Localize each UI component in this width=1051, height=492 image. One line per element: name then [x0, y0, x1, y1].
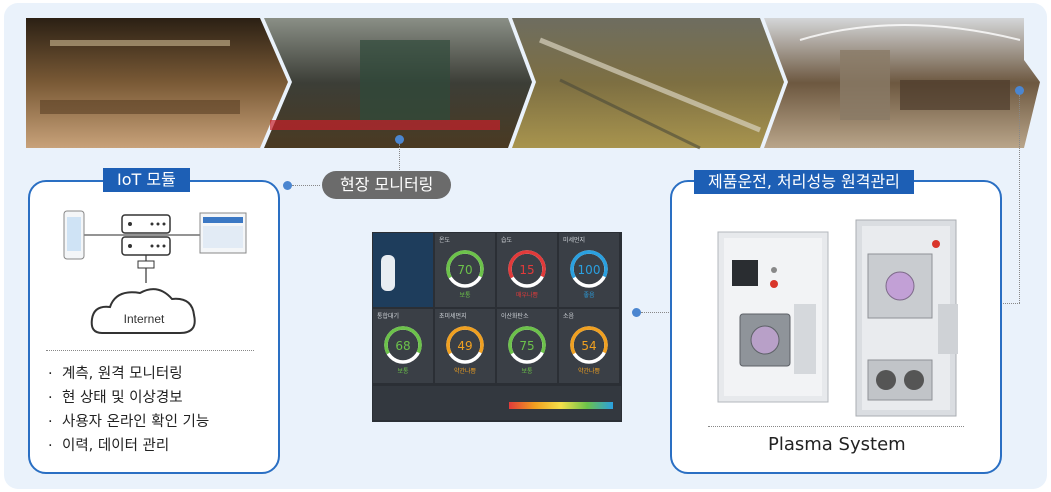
- photo-banner: [26, 18, 1040, 150]
- gauge-status: 좋음: [583, 292, 595, 299]
- gauge-status: 보통: [521, 368, 533, 375]
- sensor-title: 소음: [563, 313, 575, 320]
- sensor-tile[interactable]: 이산화탄소 75 보통: [497, 309, 557, 383]
- gauge-status: 보통: [459, 292, 471, 299]
- gauge-value: 54: [581, 339, 596, 353]
- sensor-tile[interactable]: 소음 54 약간나쁨: [559, 309, 619, 383]
- feature-item: 계측, 원격 모니터링: [48, 362, 209, 386]
- gauge: 49 약간나쁨: [446, 326, 484, 375]
- gauge: 70 보통: [446, 250, 484, 299]
- sensor-title: 이산화탄소: [501, 313, 529, 320]
- banner-connector-dot: [395, 135, 404, 144]
- gauge: 68 보통: [384, 326, 422, 375]
- gauge: 54 약간나쁨: [570, 326, 608, 375]
- sensor-tile[interactable]: 온도 70 보통: [435, 233, 495, 307]
- gauge: 75 보통: [508, 326, 546, 375]
- connector-line: [399, 144, 400, 170]
- gauge-value: 75: [519, 339, 534, 353]
- gauge-value: 100: [578, 263, 601, 277]
- iot-module-tag: IoT 모듈: [103, 168, 190, 192]
- gauge-value: 70: [457, 263, 472, 277]
- gauge-status: 약간나쁨: [454, 367, 477, 375]
- sensor-tile[interactable]: 습도 15 매우나쁨: [497, 233, 557, 307]
- sensor-tile[interactable]: 통합대기 68 보통: [373, 309, 433, 383]
- dashboard-bottom-strip: [373, 386, 621, 420]
- feature-item: 이력, 데이터 관리: [48, 434, 209, 458]
- gauge-status: 약간나쁨: [578, 367, 601, 375]
- sensor-device-icon: [381, 255, 395, 291]
- iot-network-diagram: Internet: [63, 210, 247, 334]
- device-info-tile: [373, 233, 433, 307]
- feature-item: 사용자 온라인 확인 기능: [48, 410, 209, 434]
- photo-factory: [26, 18, 288, 148]
- gauge-value: 49: [457, 339, 472, 353]
- connector-line: [1019, 95, 1020, 303]
- gauge-value: 15: [519, 263, 534, 277]
- connector-line: [292, 185, 320, 186]
- plasma-machine-images: [717, 219, 958, 417]
- connector-line: [985, 303, 1020, 304]
- gauge-value: 68: [395, 339, 410, 353]
- feature-list: 계측, 원격 모니터링 현 상태 및 이상경보 사용자 온라인 확인 기능 이력…: [48, 362, 209, 458]
- sensor-title: 초미세먼지: [439, 313, 467, 320]
- gauge: 100 좋음: [570, 250, 608, 299]
- panel-divider: [46, 350, 254, 351]
- sensor-title: 온도: [439, 237, 451, 244]
- site-monitoring-pill: 현장 모니터링: [322, 171, 452, 199]
- sensor-title: 습도: [501, 237, 513, 244]
- server-icon: [121, 214, 171, 234]
- gauge-status: 매우나쁨: [516, 291, 539, 299]
- feature-item: 현 상태 및 이상경보: [48, 386, 209, 410]
- connector-dot: [632, 308, 641, 317]
- remote-management-tag: 제품운전, 처리성능 원격관리: [694, 170, 914, 194]
- sensor-title: 미세먼지: [563, 237, 586, 244]
- plasma-system-caption: Plasma System: [768, 434, 906, 455]
- caption-divider: [708, 426, 964, 427]
- cloud-label: Internet: [124, 312, 165, 326]
- sensor-tile[interactable]: 초미세먼지 49 약간나쁨: [435, 309, 495, 383]
- gauge: 15 매우나쁨: [508, 250, 546, 299]
- banner-connector-dot: [1015, 86, 1024, 95]
- connector-dot: [283, 181, 292, 190]
- cloud-icon: [90, 288, 196, 334]
- gauge-status: 보통: [397, 368, 409, 375]
- sensor-title: 통합대기: [377, 313, 400, 320]
- air-quality-scale-bar: [509, 402, 613, 409]
- sensor-tile[interactable]: 미세먼지 100 좋음: [559, 233, 619, 307]
- connector-line: [641, 312, 697, 313]
